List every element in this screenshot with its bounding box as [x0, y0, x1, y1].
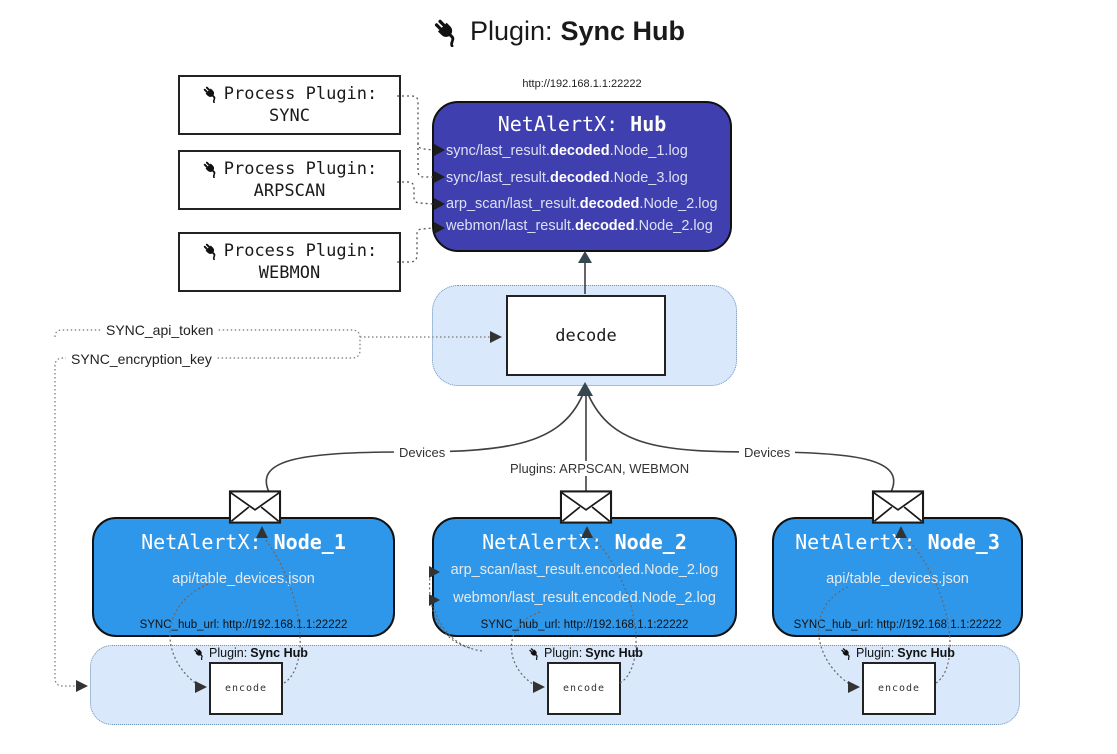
plugins-center-label: Plugins: ARPSCAN, WEBMON — [505, 461, 695, 476]
process-plugin-box-arpscan: Process Plugin: ARPSCAN — [178, 150, 401, 210]
process-plugin-name: ARPSCAN — [253, 181, 326, 201]
process-plugin-box-webmon: Process Plugin: WEBMON — [178, 232, 401, 292]
node-1-hub-url: SYNC_hub_url: http://192.168.1.1:22222 — [139, 619, 348, 631]
process-plugin-name: SYNC — [269, 106, 310, 126]
process-plugin-label: Process Plugin: — [223, 84, 378, 104]
hub-file-line: arp_scan/last_result.decoded.Node_2.log — [446, 196, 718, 212]
plug-icon — [528, 646, 541, 660]
encode-plugin-label-1: Plugin: Sync Hub — [193, 646, 308, 660]
plug-icon — [201, 160, 220, 178]
plug-icon — [201, 242, 220, 260]
encode-plugin-label-3: Plugin: Sync Hub — [840, 646, 955, 660]
hub-file-line: webmon/last_result.decoded.Node_2.log — [446, 218, 713, 234]
node-1-file: api/table_devices.json — [172, 571, 315, 587]
sync-api-token-label: SYNC_api_token — [101, 322, 219, 338]
sync-encryption-key-label: SYNC_encryption_key — [66, 351, 217, 367]
hub-file-line: sync/last_result.decoded.Node_1.log — [446, 143, 688, 159]
node-3-title: NetAlertX: Node_3 — [795, 530, 1000, 554]
hub-url-label: http://192.168.1.1:22222 — [522, 78, 642, 90]
process-plugin-name: WEBMON — [258, 263, 321, 283]
encode-box-2: encode — [547, 662, 621, 715]
node-2-hub-url: SYNC_hub_url: http://192.168.1.1:22222 — [480, 619, 689, 631]
encode-box-1: encode — [209, 662, 283, 715]
hub-title: NetAlertX: Hub — [432, 112, 732, 136]
encode-box-3: encode — [862, 662, 936, 715]
plug-icon — [193, 646, 206, 660]
config-to-band-arrowhead — [76, 680, 88, 692]
node-3-box — [772, 517, 1023, 637]
plugin-to-hub-connectors — [397, 95, 434, 263]
node-to-decode-curves — [265, 393, 895, 495]
process-plugin-label: Process Plugin: — [223, 241, 378, 261]
decode-box: decode — [506, 295, 666, 376]
hub-file-line: sync/last_result.decoded.Node_3.log — [446, 170, 688, 186]
page-title: Plugin: Sync Hub — [0, 16, 1117, 47]
plug-icon — [840, 646, 853, 660]
node-3-file: api/table_devices.json — [826, 571, 969, 587]
hub-title-prefix: NetAlertX: — [497, 112, 619, 136]
hub-box — [432, 101, 732, 252]
node-3-hub-url: SYNC_hub_url: http://192.168.1.1:22222 — [793, 619, 1002, 631]
encode-plugin-label-2: Plugin: Sync Hub — [528, 646, 643, 660]
node-2-title: NetAlertX: Node_2 — [482, 530, 687, 554]
decode-to-hub-arrowhead — [578, 251, 592, 263]
plug-icon — [201, 85, 220, 103]
node-1-title: NetAlertX: Node_1 — [141, 530, 346, 554]
page-title-name: Sync Hub — [560, 16, 686, 46]
node-2-file: arp_scan/last_result.encoded.Node_2.log — [450, 562, 719, 578]
process-plugin-box-sync: Process Plugin: SYNC — [178, 75, 401, 135]
node-2-file: webmon/last_result.encoded.Node_2.log — [453, 590, 716, 606]
process-plugin-label: Process Plugin: — [223, 159, 378, 179]
hub-title-name: Hub — [630, 112, 667, 136]
plug-icon — [431, 17, 462, 47]
devices-right-label: Devices — [739, 445, 796, 460]
page-title-prefix: Plugin: — [469, 16, 553, 46]
devices-left-label: Devices — [394, 445, 451, 460]
